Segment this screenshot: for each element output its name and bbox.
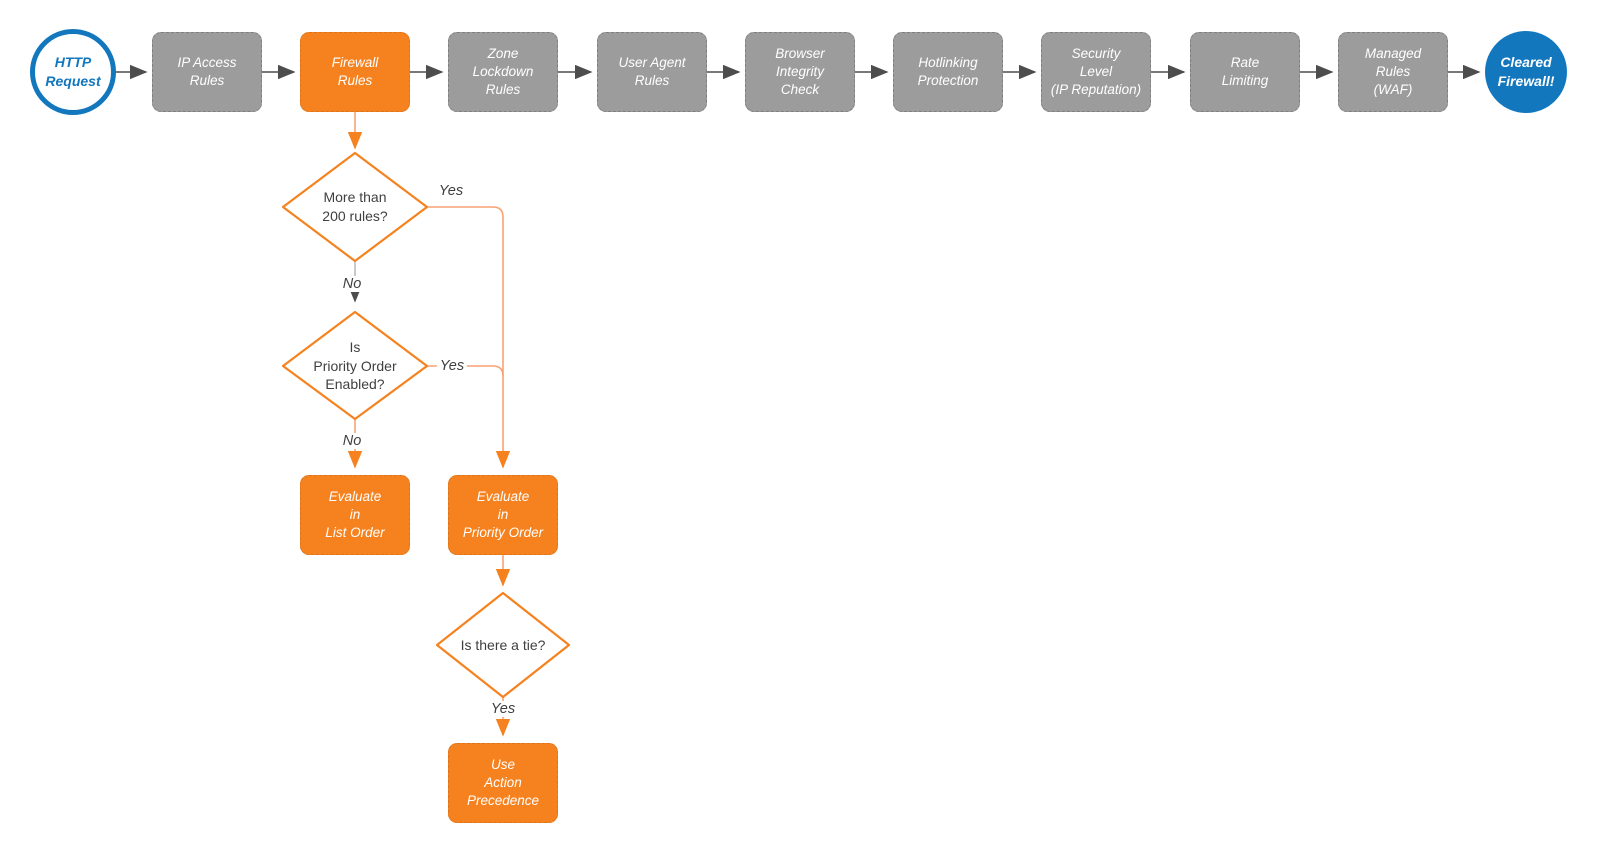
decision-is-there-a-tie-shape: [435, 591, 571, 699]
node-zone-lockdown-rules-label: Zone Lockdown Rules: [472, 45, 534, 98]
node-security-level: Security Level (IP Reputation): [1041, 32, 1151, 112]
node-rate-limiting: Rate Limiting: [1190, 32, 1300, 112]
decision-priority-order-enabled-shape: [281, 310, 429, 421]
decision-more-than-200-rules-label: More than 200 rules?: [322, 189, 388, 224]
node-browser-integrity-check: Browser Integrity Check: [745, 32, 855, 112]
node-use-action-precedence: Use Action Precedence: [448, 743, 558, 823]
edge-decision2-yes-merge: [427, 365, 504, 377]
decision-priority-order-enabled-label: Is Priority Order Enabled?: [313, 338, 397, 393]
node-user-agent-rules: User Agent Rules: [597, 32, 707, 112]
node-rate-limiting-label: Rate Limiting: [1221, 54, 1269, 88]
edge-label-yes-decision1: Yes: [435, 183, 467, 199]
node-browser-integrity-check-label: Browser Integrity Check: [775, 45, 825, 98]
node-use-action-precedence-label: Use Action Precedence: [466, 756, 540, 809]
decision-more-than-200-rules-shape: [281, 151, 429, 263]
node-evaluate-in-priority-order: Evaluate in Priority Order: [448, 475, 558, 555]
node-cleared-firewall-label: Cleared Firewall!: [1497, 54, 1555, 89]
decision-is-there-a-tie-label: Is there a tie?: [460, 636, 546, 653]
decision-is-there-a-tie: Is there a tie?: [433, 634, 573, 656]
decision-priority-order-enabled: Is Priority Order Enabled?: [285, 330, 425, 402]
edge-label-yes-decision3: Yes: [487, 701, 519, 717]
node-security-level-label: Security Level (IP Reputation): [1050, 45, 1142, 98]
edge-label-no-decision2: No: [339, 433, 365, 449]
edge-label-no-decision1: No: [339, 276, 365, 292]
node-http-request-label: HTTP Request: [45, 54, 101, 89]
decision-more-than-200-rules: More than 200 rules?: [285, 177, 425, 237]
edge-label-yes-decision2: Yes: [436, 358, 468, 374]
node-firewall-rules-label: Firewall Rules: [331, 54, 379, 88]
node-cleared-firewall: Cleared Firewall!: [1485, 31, 1567, 113]
node-ip-access-rules-label: IP Access Rules: [177, 54, 237, 88]
node-evaluate-in-list-order-label: Evaluate in List Order: [325, 488, 385, 541]
node-managed-rules-waf-label: Managed Rules (WAF): [1364, 45, 1422, 98]
node-managed-rules-waf: Managed Rules (WAF): [1338, 32, 1448, 112]
node-http-request: HTTP Request: [30, 29, 116, 115]
node-evaluate-in-list-order: Evaluate in List Order: [300, 475, 410, 555]
node-hotlinking-protection-label: Hotlinking Protection: [917, 54, 979, 88]
node-zone-lockdown-rules: Zone Lockdown Rules: [448, 32, 558, 112]
node-evaluate-in-priority-order-label: Evaluate in Priority Order: [462, 488, 544, 541]
node-ip-access-rules: IP Access Rules: [152, 32, 262, 112]
node-firewall-rules: Firewall Rules: [300, 32, 410, 112]
edge-decision1-yes-to-priority: [427, 206, 511, 469]
node-hotlinking-protection: Hotlinking Protection: [893, 32, 1003, 112]
node-user-agent-rules-label: User Agent Rules: [618, 54, 686, 88]
